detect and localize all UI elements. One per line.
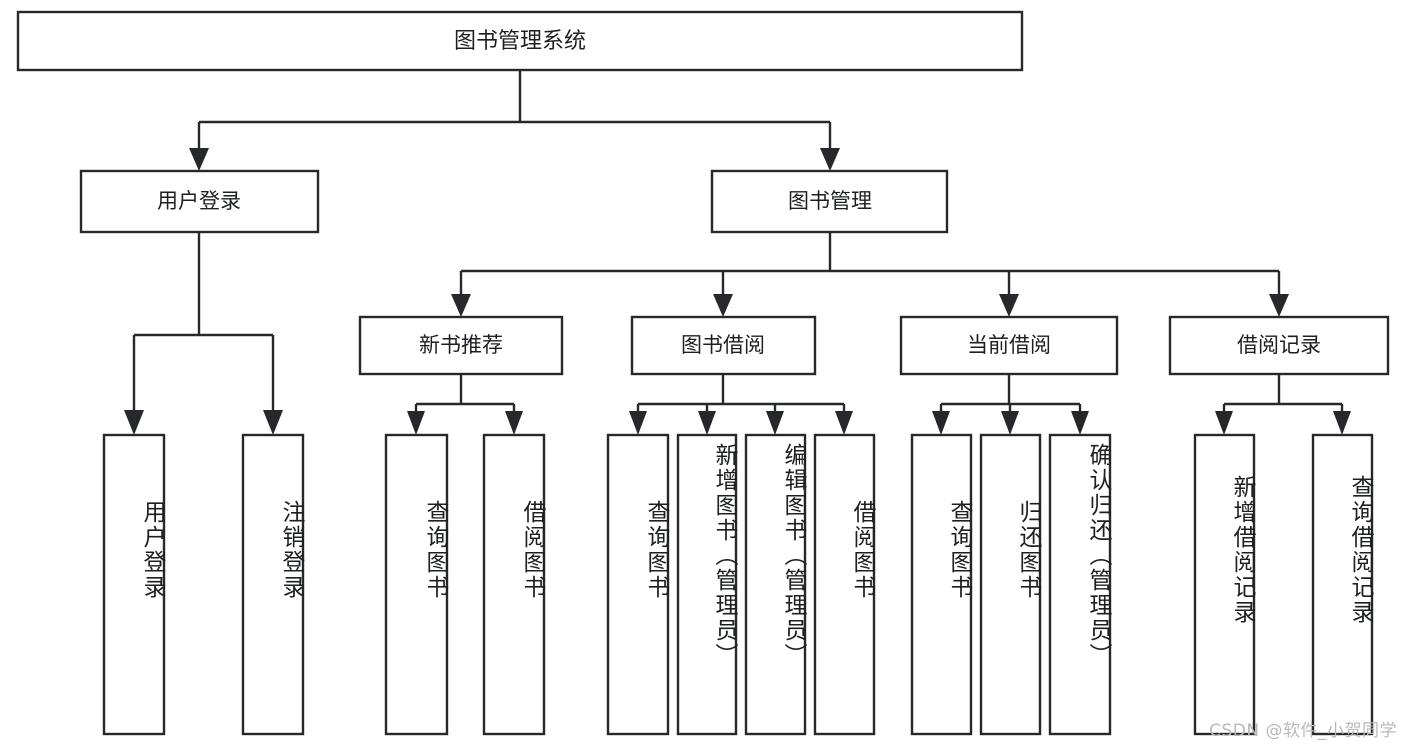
arrow-head-leaf-query-book-borrow: [629, 411, 647, 435]
node-book-borrow-box[interactable]: [630, 315, 817, 376]
node-user-login-box[interactable]: [79, 169, 320, 234]
arrow-head-leaf-confirm-return: [1071, 411, 1089, 435]
node-leaf-return-book-box[interactable]: [979, 433, 1042, 736]
node-new-book-recommend-label: 新书推荐: [419, 333, 503, 357]
node-book-management[interactable]: 图书管理: [710, 169, 949, 234]
node-book-borrow[interactable]: 图书借阅: [630, 315, 817, 376]
arrow-head-leaf-logout: [263, 410, 283, 435]
arrow-head-leaf-borrow-book: [835, 411, 853, 435]
node-leaf-query-book-borrow-box[interactable]: [606, 433, 670, 736]
arrow-head-leaf-borrow-book-rec: [505, 411, 523, 435]
node-book-management-box[interactable]: [710, 169, 949, 234]
node-current-borrow[interactable]: 当前借阅: [899, 315, 1119, 376]
node-borrow-record-box[interactable]: [1168, 315, 1390, 376]
node-root-box[interactable]: [16, 10, 1024, 72]
node-leaf-query-book-current-box[interactable]: [910, 433, 973, 736]
node-new-book-recommend-box[interactable]: [358, 315, 564, 376]
node-borrow-record[interactable]: 借阅记录: [1168, 315, 1390, 376]
node-leaf-confirm-return-box[interactable]: [1048, 433, 1112, 736]
arrow-head-borrow-record: [1269, 294, 1289, 317]
node-new-book-recommend[interactable]: 新书推荐: [358, 315, 564, 376]
arrow-head-book-borrow: [713, 294, 733, 317]
arrow-head-new-book-recommend: [451, 294, 471, 317]
arrow-head-leaf-query-book-rec: [407, 411, 425, 435]
arrow-head-leaf-user-login: [124, 410, 144, 435]
node-current-borrow-label: 当前借阅: [967, 333, 1051, 357]
node-leaf-query-book-rec-box[interactable]: [384, 433, 449, 736]
leaf-box-layer: [102, 433, 1374, 736]
arrow-head-leaf-query-borrow-record: [1333, 411, 1351, 435]
node-leaf-add-book-box[interactable]: [676, 433, 738, 736]
arrow-head-current-borrow: [999, 294, 1019, 317]
arrow-head-leaf-query-book-current: [932, 411, 950, 435]
arrow-head-user-login: [189, 148, 209, 171]
arrow-head-leaf-add-book: [698, 411, 716, 435]
node-root-label: 图书管理系统: [454, 29, 586, 54]
arrow-head-book-management: [820, 148, 840, 171]
connector-layer: [124, 70, 1351, 435]
node-leaf-logout-box[interactable]: [241, 433, 305, 736]
node-leaf-user-login-box[interactable]: [102, 433, 166, 736]
node-user-login[interactable]: 用户登录: [79, 169, 320, 234]
node-leaf-borrow-book-rec-box[interactable]: [482, 433, 546, 736]
arrow-head-leaf-edit-book: [766, 411, 784, 435]
node-book-borrow-label: 图书借阅: [681, 333, 765, 357]
node-book-management-label: 图书管理: [788, 189, 872, 213]
node-leaf-add-borrow-record-box[interactable]: [1193, 433, 1256, 736]
node-leaf-borrow-book-box[interactable]: [813, 433, 876, 736]
csdn-watermark: CSDN @软件_小贺同学: [1209, 721, 1397, 741]
node-borrow-record-label: 借阅记录: [1237, 333, 1321, 357]
node-current-borrow-box[interactable]: [899, 315, 1119, 376]
node-leaf-edit-book-box[interactable]: [744, 433, 807, 736]
node-root[interactable]: 图书管理系统: [16, 10, 1024, 72]
node-user-login-label: 用户登录: [157, 189, 241, 213]
arrow-head-leaf-add-borrow-record: [1215, 411, 1233, 435]
arrow-head-leaf-return-book: [1001, 411, 1019, 435]
node-leaf-query-borrow-record-box[interactable]: [1311, 433, 1374, 736]
